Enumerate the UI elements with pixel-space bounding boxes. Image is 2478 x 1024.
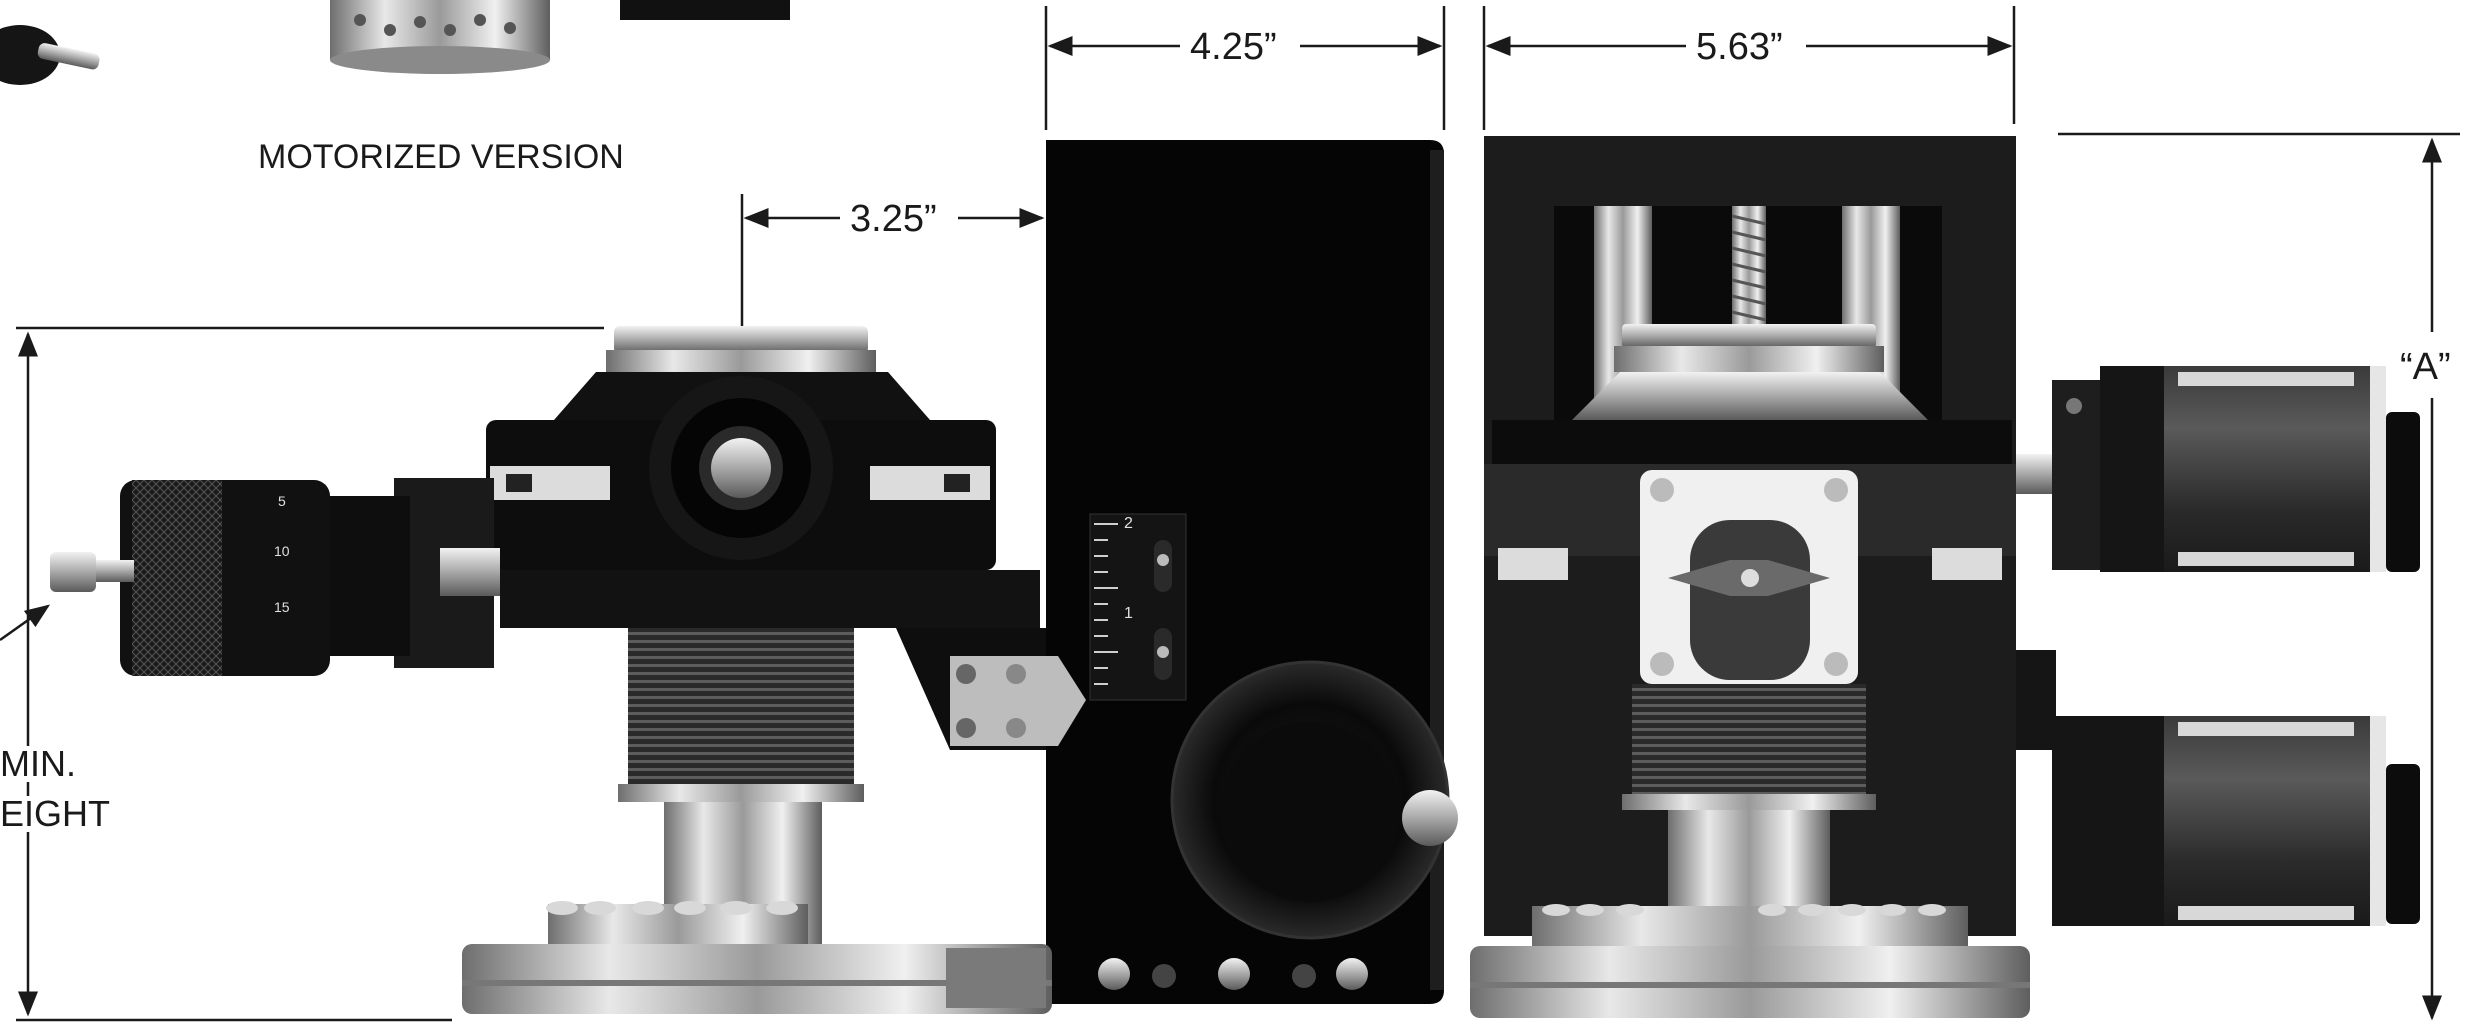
micrometer-scale-5: 5: [278, 493, 286, 509]
micrometer-scale-10: 10: [274, 543, 290, 559]
motorized-stage-front-view: [1470, 136, 2420, 1018]
dimension-lines: [0, 6, 2460, 1022]
manual-stage-side-view: [50, 140, 1458, 1014]
dimension-depth-manual: 3.25”: [844, 200, 943, 238]
dimension-height-a: “A”: [2394, 348, 2457, 386]
dimension-width-motorized: 5.63”: [1690, 28, 1789, 66]
micrometer-scale-15: 15: [274, 599, 290, 615]
side-scale-2: 2: [1124, 515, 1133, 532]
callout-min-height-line2: EIGHT: [0, 796, 117, 832]
callout-min-height-line1: MIN.: [0, 746, 82, 782]
motorized-version-caption: MOTORIZED VERSION: [252, 140, 630, 174]
side-scale-1: 1: [1124, 605, 1133, 622]
dimension-width-manual: 4.25”: [1184, 28, 1283, 66]
motorized-thumbnail: [0, 0, 790, 200]
